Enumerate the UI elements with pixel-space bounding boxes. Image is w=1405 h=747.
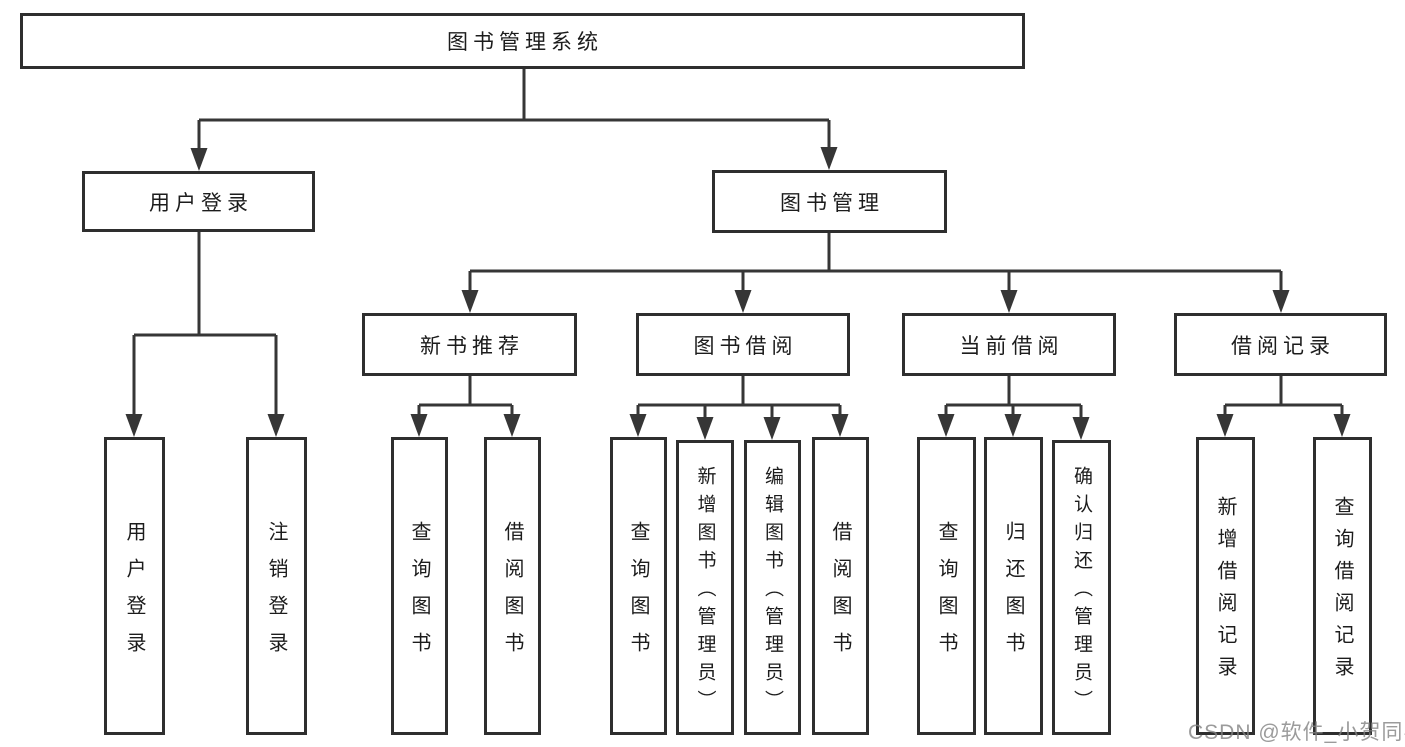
node-label: 用户登录 — [149, 191, 253, 215]
node-label: 图书借阅 — [693, 334, 798, 358]
leaf-label: 查询图书 — [408, 520, 430, 669]
node-user-login-group: 用户登录 — [82, 171, 315, 232]
arrowhead — [937, 414, 955, 437]
arrowhead — [503, 414, 521, 437]
leaf-return-books: 归还图书 — [984, 437, 1043, 735]
node-label: 借阅记录 — [1231, 334, 1335, 358]
arrowhead — [125, 414, 143, 437]
node-label: 图书管理系统 — [447, 31, 603, 54]
leaf-label: 编辑图书（管理员） — [762, 466, 783, 718]
arrowhead — [1333, 414, 1351, 437]
node-label: 当前借阅 — [959, 334, 1064, 358]
arrowhead — [696, 417, 714, 440]
arrowhead — [629, 414, 647, 437]
arrowhead — [763, 417, 781, 440]
node-label: 新书推荐 — [420, 334, 524, 358]
leaf-label: 用户登录 — [123, 520, 145, 669]
node-label: 图书管理 — [780, 191, 884, 215]
leaf-add-book-admin: 新增图书（管理员） — [676, 440, 734, 735]
leaf-query-books-current: 查询图书 — [917, 437, 976, 735]
arrowhead — [461, 290, 479, 313]
arrowhead — [410, 414, 428, 437]
leaf-borrow-books-recommend: 借阅图书 — [484, 437, 541, 735]
arrowhead — [267, 414, 285, 437]
leaf-edit-book-admin: 编辑图书（管理员） — [744, 440, 801, 735]
leaf-query-books-borrowing: 查询图书 — [610, 437, 667, 735]
leaf-label: 归还图书 — [1002, 520, 1024, 669]
leaf-label: 新增借阅记录 — [1214, 496, 1236, 688]
node-book-management: 图书管理 — [712, 170, 947, 233]
arrowhead — [1000, 290, 1018, 313]
leaf-label: 借阅图书 — [501, 520, 523, 669]
leaf-label: 确认归还（管理员） — [1071, 466, 1092, 718]
arrowhead — [190, 148, 208, 171]
leaf-label: 借阅图书 — [829, 520, 851, 669]
arrowhead — [1004, 414, 1022, 437]
leaf-label: 注销登录 — [265, 520, 287, 669]
leaf-label: 新增图书（管理员） — [694, 466, 716, 718]
leaf-label: 查询借阅记录 — [1331, 496, 1353, 688]
arrowhead — [1272, 290, 1290, 313]
leaf-borrow-books-borrowing: 借阅图书 — [812, 437, 869, 735]
arrowhead — [820, 147, 838, 170]
node-book-borrowing: 图书借阅 — [636, 313, 850, 376]
leaf-confirm-return-admin: 确认归还（管理员） — [1052, 440, 1111, 735]
arrowhead — [1072, 417, 1090, 440]
leaf-add-borrow-record: 新增借阅记录 — [1196, 437, 1255, 735]
node-current-borrowing: 当前借阅 — [902, 313, 1116, 376]
leaf-user-login: 用户登录 — [104, 437, 165, 735]
leaf-logout: 注销登录 — [246, 437, 307, 735]
node-new-book-recommend: 新书推荐 — [362, 313, 577, 376]
watermark: CSDN @软件_小贺同学 — [1188, 721, 1405, 744]
arrowhead — [734, 290, 752, 313]
leaf-label: 查询图书 — [935, 520, 957, 669]
leaf-label: 查询图书 — [627, 520, 649, 669]
leaf-query-books-recommend: 查询图书 — [391, 437, 448, 735]
node-library-system: 图书管理系统 — [20, 13, 1025, 69]
leaf-query-borrow-record: 查询借阅记录 — [1313, 437, 1372, 735]
node-borrow-records: 借阅记录 — [1174, 313, 1387, 376]
arrowhead — [831, 414, 849, 437]
arrowhead — [1216, 414, 1234, 437]
